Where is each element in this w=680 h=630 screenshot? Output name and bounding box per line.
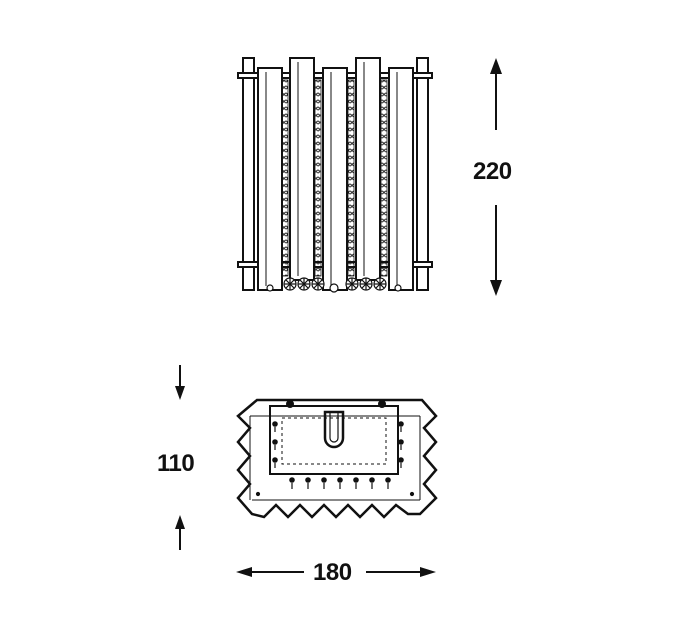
height-dimension-arrow: [490, 58, 502, 296]
depth-dimension-label: 110: [157, 450, 195, 477]
depth-dimension-arrow: [175, 365, 185, 550]
width-dimension-label: 180: [313, 559, 352, 586]
width-dimension-arrow: [236, 567, 436, 577]
top-view: [236, 398, 438, 519]
front-view: [237, 57, 433, 293]
crystal-drops: [255, 421, 415, 497]
height-dimension-label: 220: [473, 158, 512, 185]
